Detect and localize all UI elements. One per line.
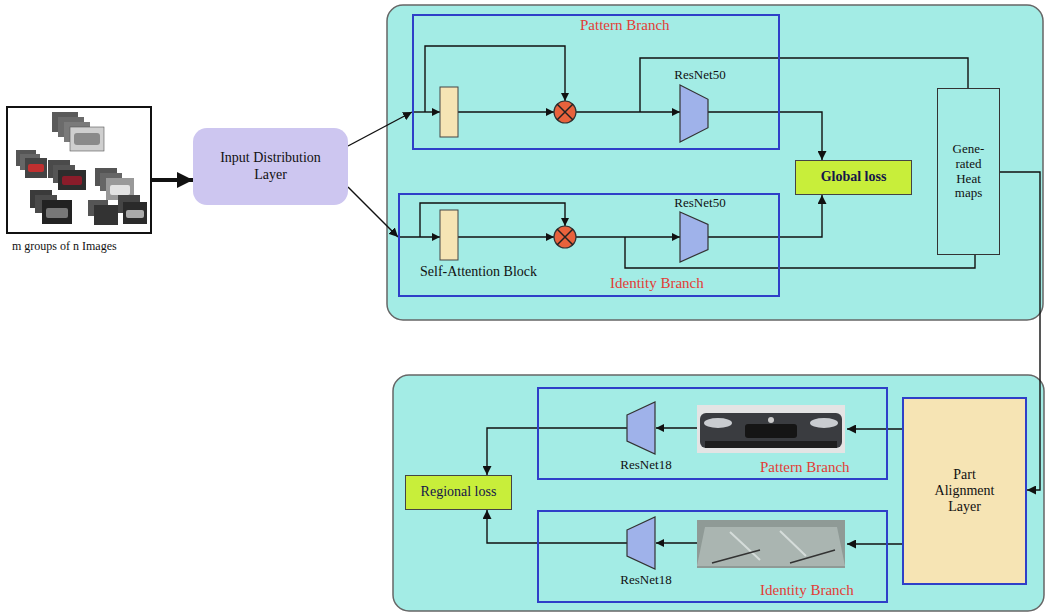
thumbnail [94,205,118,225]
car-shape [46,208,68,218]
caption-label: m groups of n Images [12,240,117,254]
box-label: Regional loss [421,484,497,500]
grille [745,424,797,438]
network-block: ResNet50 [660,196,740,262]
network-label: ResNet18 [620,458,671,473]
multiply-cross [557,229,573,245]
connector [348,112,412,146]
branch-title: Pattern Branch [580,17,670,34]
headlight [810,418,838,428]
branch-box: ResNet50 Pattern Branch [412,14,780,150]
wire [412,111,440,112]
picture-ground [697,405,845,453]
attention-rect [440,210,458,260]
box-label: Part Alignment Layer [929,467,1001,515]
trapezoid [627,402,655,454]
network-block: ResNet18 [608,402,684,478]
multiply-symbol [554,101,576,123]
thumbnail [25,158,47,178]
connector [487,510,627,543]
thumbnail [42,200,72,224]
wire [576,111,680,112]
branch-title: Identity Branch [760,582,854,599]
wiper [712,550,835,563]
network-block: ResNet50 [660,68,740,144]
car-thumbnails [16,112,147,225]
loss-box: Global loss [795,160,912,195]
branch-title: Identity Branch [610,275,704,292]
trapezoid [680,212,708,262]
pattern-branch-wires [412,46,780,112]
connector [780,58,968,88]
trapezoid [627,517,655,569]
picture-ground [697,520,845,568]
car-shape [28,164,44,172]
headlight [704,418,732,428]
bumper [705,441,837,448]
box-label: Global loss [821,169,887,185]
identity-branch-wires [398,203,780,268]
logo [768,417,774,423]
car-shape [126,210,144,218]
thumbnail [58,170,86,190]
car-shape [110,185,130,195]
process-box: Part Alignment Layer [902,397,1027,585]
connector [348,187,398,237]
image-group: m groups of n Images [6,106,186,258]
heatmap-box: Gene- rated Heat maps [937,88,1000,255]
wire [458,236,554,237]
wire [640,58,780,112]
bottom-panel [393,375,1044,611]
connector [780,255,975,268]
branch-box: Self-Attention Block ResNet50Identity Bra… [398,193,780,297]
network-label: ResNet50 [674,196,725,211]
thumbnail [123,202,147,224]
connector [152,178,193,182]
wire [656,542,697,543]
branch-box: ResNet18Identity Branch [537,510,888,603]
connector [847,543,902,544]
windshield [697,527,845,566]
network-label: ResNet50 [674,68,725,83]
car-shape [62,176,82,185]
attention-block [440,87,458,137]
thumbnail [70,127,104,151]
car-shape [74,133,100,145]
wire [656,427,697,428]
image-frame [6,106,152,234]
process-box: Input Distribution Layer [193,128,348,205]
wire [398,236,440,237]
branch-title: Pattern Branch [760,459,850,476]
block-label: Self-Attention Block [420,264,537,280]
attention-block: Self-Attention Block [420,207,550,285]
network-block: ResNet18 [608,517,684,593]
connector [708,112,822,160]
car-body [700,413,842,448]
loss-box: Regional loss [405,475,512,510]
multiply-symbol [554,226,576,248]
windshield-picture [697,520,845,568]
branch-box: ResNet18 Pattern Branch [537,387,888,480]
network-label: ResNet18 [620,573,671,588]
top-panel [387,5,1043,320]
box-label: Input Distribution Layer [212,150,330,182]
connector [487,428,627,475]
connector [847,428,902,429]
wire [576,236,680,237]
trapezoid [680,85,708,142]
car-front-picture [697,405,845,453]
wire [458,111,554,112]
multiply-cross [557,104,573,120]
box-label: Gene- rated Heat maps [947,142,991,202]
